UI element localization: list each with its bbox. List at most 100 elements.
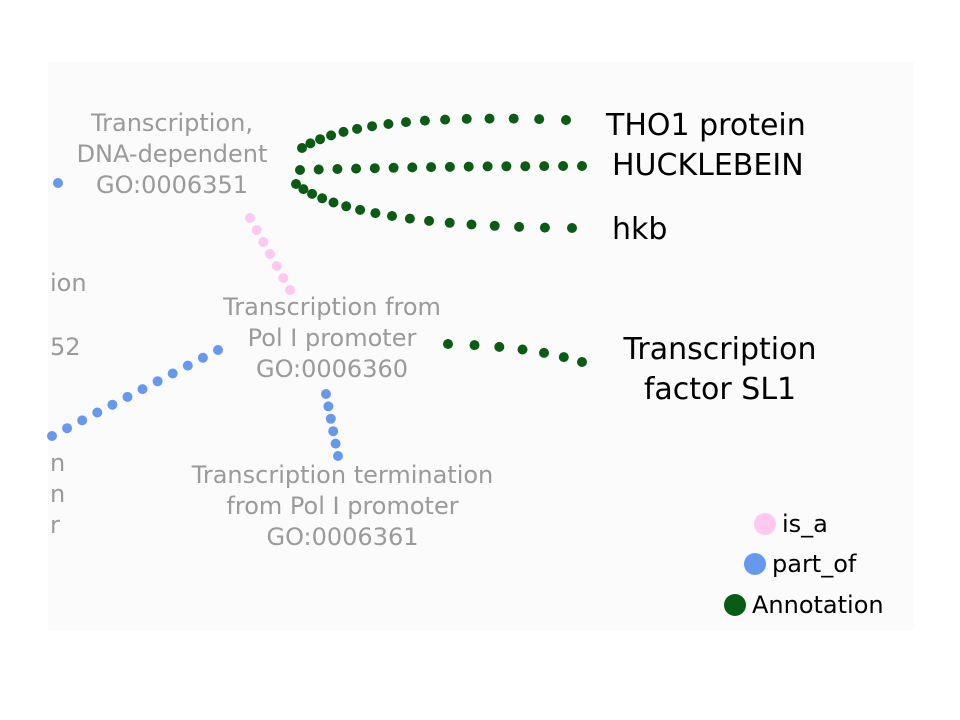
edge-dot bbox=[424, 215, 435, 226]
edge-dot bbox=[313, 164, 324, 175]
edge-dot bbox=[321, 389, 331, 399]
gene-product-hucklebein[interactable]: HUCKLEBEIN bbox=[612, 148, 804, 183]
edge-dot bbox=[484, 113, 495, 124]
edge-dot bbox=[388, 162, 399, 173]
legend-label: Annotation bbox=[752, 591, 884, 619]
edge-dot bbox=[561, 115, 571, 125]
edge-dot bbox=[307, 188, 318, 199]
edge-dot bbox=[285, 285, 295, 295]
edge-dot bbox=[489, 220, 500, 231]
edge-dot bbox=[167, 368, 178, 379]
annotation-edge-hucklebein bbox=[295, 161, 587, 175]
edge-dot bbox=[466, 219, 477, 230]
edge-dot bbox=[291, 179, 301, 189]
go-term-node-6360[interactable]: Transcription from Pol I promoter GO:000… bbox=[192, 292, 472, 385]
edge-dot bbox=[330, 438, 341, 449]
edge-dot bbox=[461, 113, 472, 124]
edge-dot bbox=[539, 222, 550, 233]
edge-dot bbox=[305, 138, 316, 149]
edge-dot bbox=[534, 114, 545, 125]
edge-dot bbox=[440, 114, 451, 125]
edge-dot bbox=[258, 237, 269, 247]
edge-dot bbox=[152, 376, 163, 387]
legend-part-of: part_of bbox=[744, 550, 856, 578]
edge-dot bbox=[92, 407, 103, 418]
gene-product-tho1[interactable]: THO1 protein bbox=[606, 108, 806, 143]
edge-dot bbox=[370, 208, 381, 219]
edge-dot bbox=[341, 201, 352, 212]
edge-dot bbox=[367, 121, 378, 132]
edge-dot bbox=[278, 273, 289, 283]
edge-dot bbox=[197, 352, 208, 363]
go-term-node-6361[interactable]: Transcription termination from Pol I pro… bbox=[150, 460, 535, 553]
go-term-name: DNA-dependent bbox=[76, 140, 268, 168]
clipped-label-fragment: n bbox=[50, 480, 66, 508]
edge-dot bbox=[355, 204, 366, 215]
edge-dot bbox=[295, 165, 305, 175]
legend-swatch bbox=[754, 513, 776, 535]
edge-dot bbox=[404, 213, 415, 224]
edge-dot bbox=[482, 161, 493, 172]
legend-swatch bbox=[724, 594, 746, 616]
gene-product-name: Transcription bbox=[623, 332, 817, 367]
go-term-name: from Pol I promoter bbox=[226, 492, 459, 520]
edge-dot bbox=[271, 261, 282, 271]
edge-dot bbox=[333, 451, 343, 461]
gene-product-hkb[interactable]: hkb bbox=[612, 212, 668, 247]
edge-dot bbox=[558, 161, 569, 171]
edge-dot bbox=[369, 163, 380, 174]
edge-dot bbox=[325, 413, 336, 424]
edge-dot bbox=[387, 211, 397, 221]
edge-dot bbox=[463, 161, 474, 172]
edge-dot bbox=[53, 178, 63, 188]
edge-dot bbox=[251, 225, 262, 235]
edge-dot bbox=[419, 115, 430, 126]
clipped-label-fragment: ion bbox=[50, 269, 87, 297]
edge-dot bbox=[401, 117, 411, 128]
edge-dot bbox=[265, 249, 275, 259]
edge-dot bbox=[328, 197, 339, 208]
edge-dot bbox=[469, 340, 480, 351]
clipped-label-fragment: 52 bbox=[50, 333, 81, 361]
edge-dot bbox=[328, 426, 339, 437]
go-term-name: Transcription termination bbox=[191, 461, 494, 489]
part-of-edge-left bbox=[47, 345, 223, 441]
edge-dot bbox=[514, 221, 525, 232]
edge-dot bbox=[297, 143, 307, 153]
edge-dot bbox=[407, 162, 418, 173]
is-a-edge bbox=[245, 213, 295, 295]
legend-annotation: Annotation bbox=[724, 591, 884, 619]
edge-dot bbox=[317, 193, 328, 204]
edge-dot bbox=[62, 423, 73, 434]
go-term-name: Pol I promoter bbox=[247, 324, 417, 352]
edge-dot bbox=[323, 401, 334, 412]
go-term-name: Transcription, bbox=[91, 109, 253, 137]
legend-label: part_of bbox=[772, 550, 857, 578]
edge-dot bbox=[444, 217, 455, 228]
edge-dot bbox=[383, 119, 394, 129]
gene-product-name: factor SL1 bbox=[643, 372, 797, 407]
edge-dot bbox=[444, 161, 455, 172]
edge-dot bbox=[508, 113, 519, 124]
edge-dot bbox=[539, 161, 550, 172]
edge-dot bbox=[443, 339, 453, 349]
annotation-edge-hkb bbox=[291, 179, 577, 233]
gene-product-sl1[interactable]: Transcription factor SL1 bbox=[600, 330, 840, 410]
edge-dot bbox=[577, 357, 587, 367]
edge-dot bbox=[517, 344, 528, 355]
annotation-edge-tho1 bbox=[297, 113, 571, 153]
go-term-node-6351[interactable]: Transcription, DNA-dependent GO:0006351 bbox=[52, 108, 292, 201]
diagram-panel bbox=[48, 62, 914, 630]
edge-dot bbox=[352, 123, 363, 134]
edge-dot bbox=[213, 345, 223, 355]
edge-dot bbox=[122, 391, 133, 402]
clipped-label-fragment: n bbox=[50, 449, 66, 477]
edge-dot bbox=[332, 164, 343, 174]
edge-dot bbox=[338, 126, 349, 137]
go-term-id: GO:0006360 bbox=[255, 355, 409, 383]
edge-dot bbox=[245, 213, 255, 223]
edge-dot bbox=[137, 384, 148, 395]
edge-dot bbox=[558, 352, 569, 363]
